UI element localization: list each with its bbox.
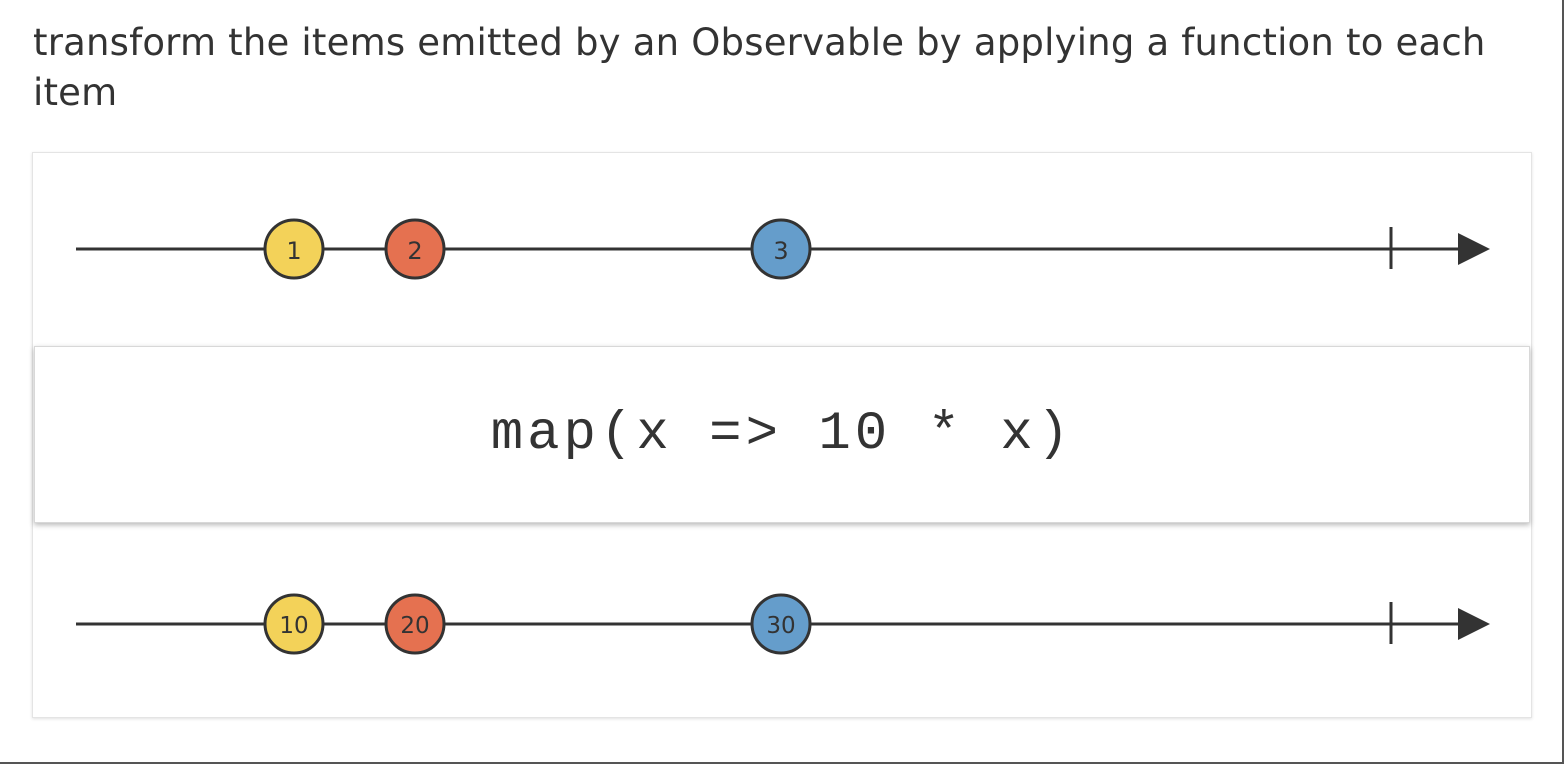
input-marble: 2 bbox=[384, 218, 446, 280]
output-marble: 20 bbox=[384, 593, 446, 655]
page-bottom-edge bbox=[0, 762, 1564, 764]
input-marble-label: 3 bbox=[773, 237, 788, 265]
page-right-edge bbox=[1562, 0, 1564, 764]
output-marble-label: 20 bbox=[400, 613, 429, 639]
output-marble-circle bbox=[750, 593, 812, 655]
output-marble-label: 10 bbox=[279, 613, 308, 639]
input-marble: 3 bbox=[750, 218, 812, 280]
input-marble-circle bbox=[750, 218, 812, 280]
input-marble-label: 1 bbox=[286, 237, 301, 265]
input-marble-label: 2 bbox=[407, 237, 422, 265]
input-timeline: 1 2 3 bbox=[76, 218, 1490, 280]
input-marble-circle bbox=[263, 218, 325, 280]
output-arrow-head-icon bbox=[1458, 608, 1490, 640]
input-marble-circle bbox=[384, 218, 446, 280]
input-marble: 1 bbox=[263, 218, 325, 280]
output-marble-label: 30 bbox=[766, 613, 795, 639]
operator-description: transform the items emitted by an Observ… bbox=[33, 21, 1486, 114]
operator-box: map(x => 10 * x) bbox=[34, 346, 1530, 523]
operator-label: map(x => 10 * x) bbox=[490, 404, 1074, 465]
output-marble-circle bbox=[384, 593, 446, 655]
output-marble: 30 bbox=[750, 593, 812, 655]
input-arrow-head-icon bbox=[1458, 233, 1490, 265]
output-marble: 10 bbox=[263, 593, 325, 655]
output-marble-circle bbox=[263, 593, 325, 655]
output-timeline: 10 20 30 bbox=[76, 593, 1490, 655]
